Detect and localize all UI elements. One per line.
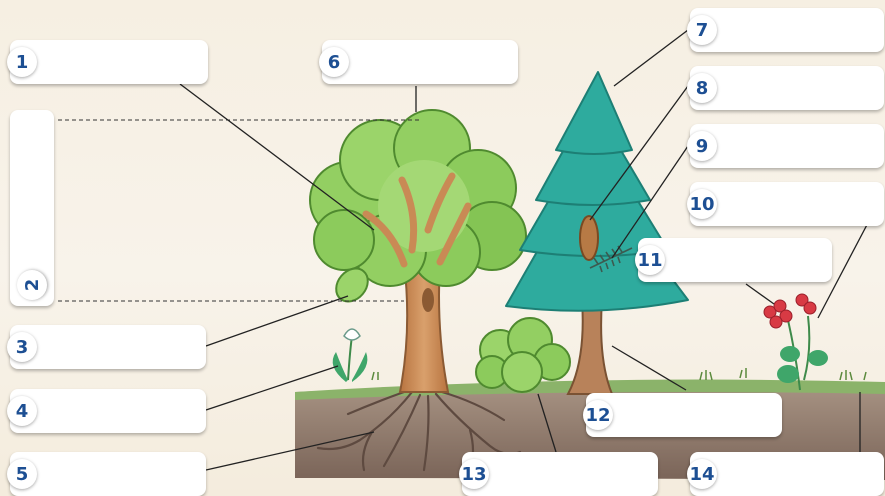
label-box-4[interactable]: 4 xyxy=(7,389,206,433)
label-number-11: 11 xyxy=(635,245,665,275)
label-number-14: 14 xyxy=(687,459,717,489)
geranium-plant xyxy=(763,293,828,391)
label-number-13: 13 xyxy=(459,459,489,489)
label-number-12: 12 xyxy=(583,400,613,430)
label-box-3[interactable]: 3 xyxy=(7,325,206,369)
label-number-6: 6 xyxy=(319,47,349,77)
label-box-5[interactable]: 5 xyxy=(7,452,206,496)
oak-trunk xyxy=(398,261,450,393)
label-box-10[interactable]: 10 xyxy=(687,182,884,226)
oak-roots xyxy=(316,390,522,472)
label-box-12[interactable]: 12 xyxy=(583,393,782,437)
oak-crown xyxy=(309,109,527,303)
label-number-3: 3 xyxy=(7,332,37,362)
label-box-2[interactable]: 2 xyxy=(10,110,54,306)
label-box-8[interactable]: 8 xyxy=(687,66,884,110)
label-box-9[interactable]: 9 xyxy=(687,124,884,168)
label-number-10: 10 xyxy=(687,189,717,219)
label-number-7: 7 xyxy=(687,15,717,45)
fir-cone xyxy=(579,215,599,261)
snowdrop-plant xyxy=(332,328,368,382)
label-number-9: 9 xyxy=(687,131,717,161)
label-box-14[interactable]: 14 xyxy=(687,452,884,496)
grass xyxy=(371,368,867,381)
height-guides xyxy=(58,119,420,302)
label-box-6[interactable]: 6 xyxy=(319,40,518,84)
fir-needles xyxy=(589,245,633,273)
label-box-11[interactable]: 11 xyxy=(635,238,832,282)
label-number-4: 4 xyxy=(7,396,37,426)
label-number-5: 5 xyxy=(7,459,37,489)
label-box-13[interactable]: 13 xyxy=(459,452,658,496)
label-number-1: 1 xyxy=(7,47,37,77)
label-box-7[interactable]: 7 xyxy=(687,8,884,52)
label-number-2: 2 xyxy=(17,270,47,300)
label-number-8: 8 xyxy=(687,73,717,103)
bush xyxy=(475,317,571,393)
fir-trunk xyxy=(566,299,614,395)
label-box-1[interactable]: 1 xyxy=(7,40,208,84)
